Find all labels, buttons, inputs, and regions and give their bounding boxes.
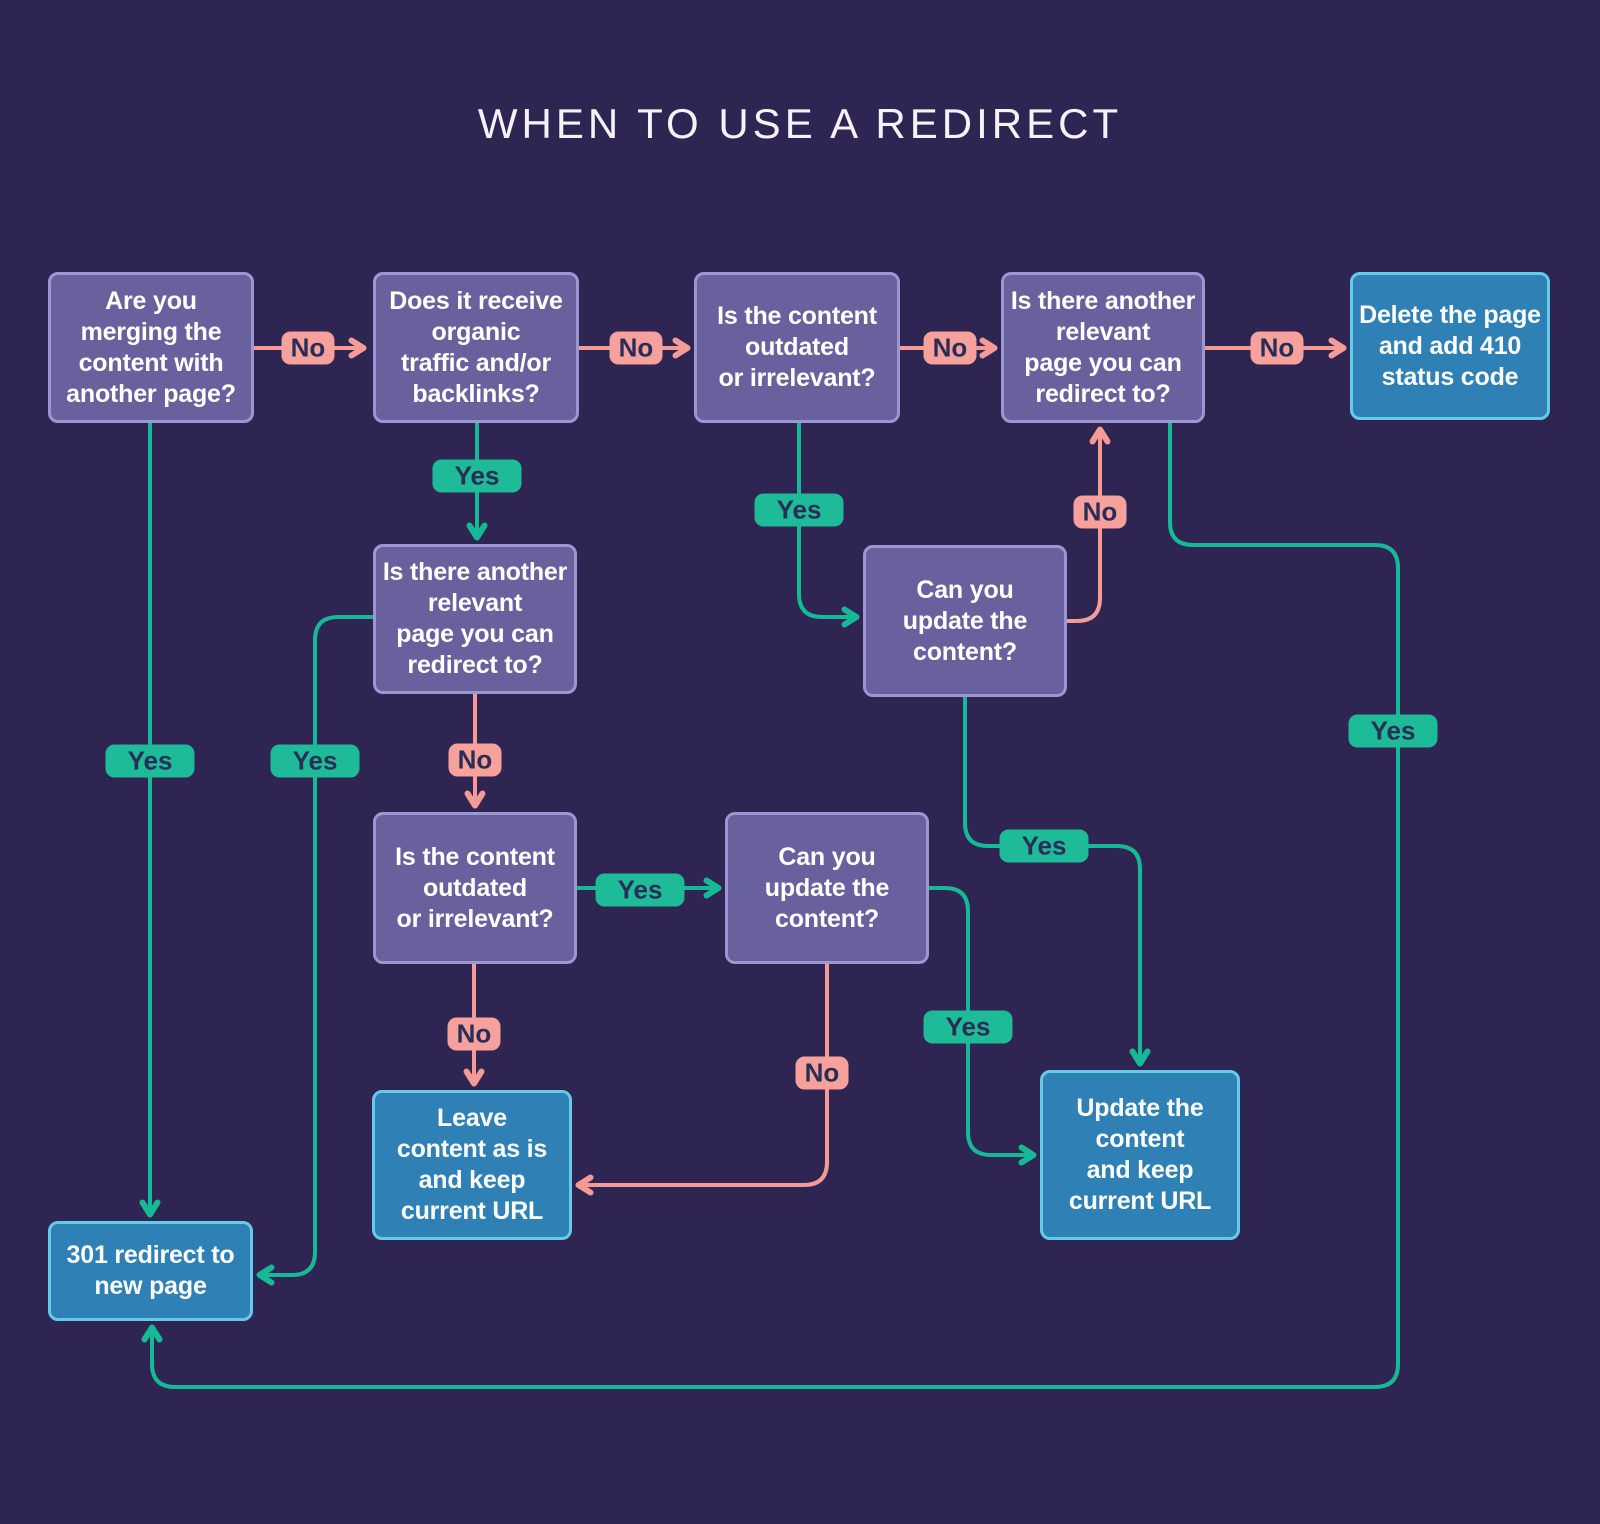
node-end-update: Update the content and keep current URL xyxy=(1040,1070,1240,1240)
edge-label-yes: Yes xyxy=(270,744,360,778)
node-label: Is the content outdated or irrelevant? xyxy=(717,302,877,392)
node-label: Delete the page and add 410 status code xyxy=(1359,300,1541,391)
edge-no-update1-to-another-top xyxy=(1065,426,1111,623)
node-label: Is there another relevant page you can r… xyxy=(382,558,568,679)
edge-label-yes: Yes xyxy=(754,493,844,527)
edge-label-no: No xyxy=(1250,331,1304,365)
node-label: Does it receive organic traffic and/or b… xyxy=(389,286,563,408)
node-label: Is the content outdated or irrelevant? xyxy=(395,842,555,933)
node-label: Update the content and keep current URL xyxy=(1068,1094,1212,1215)
edge-label-no: No xyxy=(923,331,977,365)
edge-label-no: No xyxy=(448,743,502,777)
edge-label-no: No xyxy=(281,331,335,365)
node-q-outdated-top: Is the content outdated or irrelevant? xyxy=(694,272,900,423)
edge-no-update2-to-leave xyxy=(575,962,829,1196)
edge-label-yes: Yes xyxy=(432,459,522,493)
edge-yes-another-top-to-301 xyxy=(141,421,1400,1389)
edge-label-no: No xyxy=(795,1056,849,1090)
edge-label-no: No xyxy=(1073,495,1127,529)
node-label: Leave content as is and keep current URL xyxy=(396,1104,548,1225)
node-q-another-mid: Is there another relevant page you can r… xyxy=(373,544,577,694)
node-q-outdated-mid: Is the content outdated or irrelevant? xyxy=(373,812,577,964)
node-q-update-2: Can you update the content? xyxy=(725,812,929,964)
edge-label-yes: Yes xyxy=(595,873,685,907)
node-label: Are you merging the content with another… xyxy=(66,286,236,408)
node-q-traffic: Does it receive organic traffic and/or b… xyxy=(373,272,579,423)
node-q-update-1: Can you update the content? xyxy=(863,545,1067,697)
node-label: Can you update the content? xyxy=(902,575,1028,666)
edge-label-no: No xyxy=(609,331,663,365)
node-label: Is there another relevant page you can r… xyxy=(1010,286,1196,408)
node-end-delete: Delete the page and add 410 status code xyxy=(1350,272,1550,420)
edge-label-yes: Yes xyxy=(999,829,1089,863)
edge-label-yes: Yes xyxy=(105,744,195,778)
page-title: WHEN TO USE A REDIRECT xyxy=(477,100,1123,147)
node-label: 301 redirect to new page xyxy=(66,1241,235,1300)
node-q-merge: Are you merging the content with another… xyxy=(48,272,254,423)
node-q-another-top: Is there another relevant page you can r… xyxy=(1001,272,1205,423)
node-end-leave: Leave content as is and keep current URL xyxy=(372,1090,572,1240)
node-end-301: 301 redirect to new page xyxy=(48,1221,253,1321)
edge-yes-outdated-to-update1 xyxy=(797,421,860,628)
edge-label-yes: Yes xyxy=(923,1010,1013,1044)
edge-label-yes: Yes xyxy=(1348,714,1438,748)
edge-yes-another-mid-to-301 xyxy=(256,615,375,1286)
node-label: Can you update the content? xyxy=(764,842,890,933)
edge-yes-update1-to-update-box xyxy=(963,695,1151,1067)
edge-label-no: No xyxy=(447,1017,501,1051)
